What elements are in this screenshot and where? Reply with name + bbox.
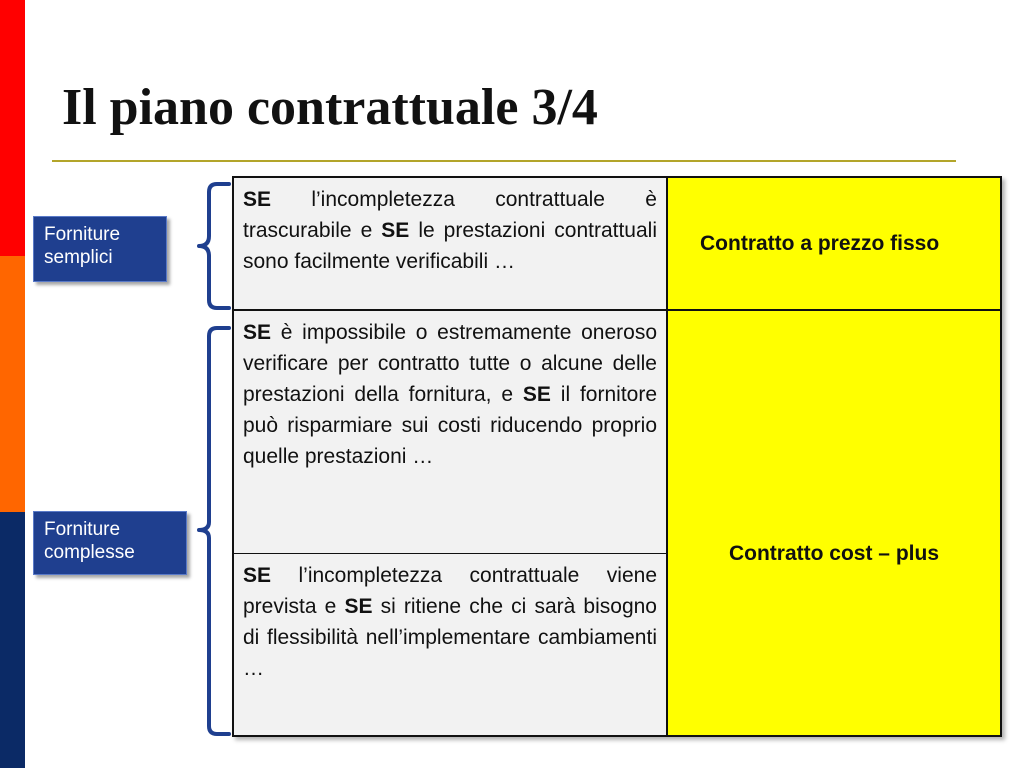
tag-forniture-complesse: Forniture complesse xyxy=(33,511,187,575)
bracket-semplici xyxy=(197,182,231,310)
condition-text: il fornitore può risparmiare sui costi r… xyxy=(243,383,658,468)
decision-table: SE l’incompletezza contrattuale è trascu… xyxy=(232,176,1002,737)
condition-text: è impossibile o estremamente oneroso ver… xyxy=(243,321,657,406)
bracket-group xyxy=(197,182,231,736)
condition-cell-3: SE l’incompletezza contrattuale viene pr… xyxy=(234,554,668,735)
condition-text: le prestazioni contrattuali sono facilme… xyxy=(243,219,657,273)
se-keyword: SE xyxy=(243,321,272,344)
title-underline xyxy=(52,160,956,162)
se-keyword: SE xyxy=(243,564,272,587)
side-stripe-red xyxy=(0,0,25,256)
se-keyword: SE xyxy=(344,595,373,618)
se-keyword: SE xyxy=(243,188,272,211)
condition-text: l’incompletezza contrattuale è trascurab… xyxy=(243,188,657,242)
condition-text: si ritiene che ci sarà bisogno di flessi… xyxy=(243,595,657,680)
side-stripe-orange xyxy=(0,256,25,512)
slide-title: Il piano contrattuale 3/4 xyxy=(62,79,598,136)
result-cost-plus: Contratto cost – plus xyxy=(668,311,1000,735)
condition-cell-2: SE è impossibile o estremamente oneroso … xyxy=(234,311,668,554)
side-stripe-navy xyxy=(0,512,25,768)
se-keyword: SE xyxy=(381,219,410,242)
result-fixed-price: Contratto a prezzo fisso xyxy=(668,178,1000,311)
se-keyword: SE xyxy=(522,383,551,406)
condition-cell-1: SE l’incompletezza contrattuale è trascu… xyxy=(234,178,668,311)
condition-text: l’incompletezza contrattuale viene previ… xyxy=(243,564,657,618)
tag-forniture-semplici: Forniture semplici xyxy=(33,216,167,282)
bracket-complesse xyxy=(197,326,231,736)
